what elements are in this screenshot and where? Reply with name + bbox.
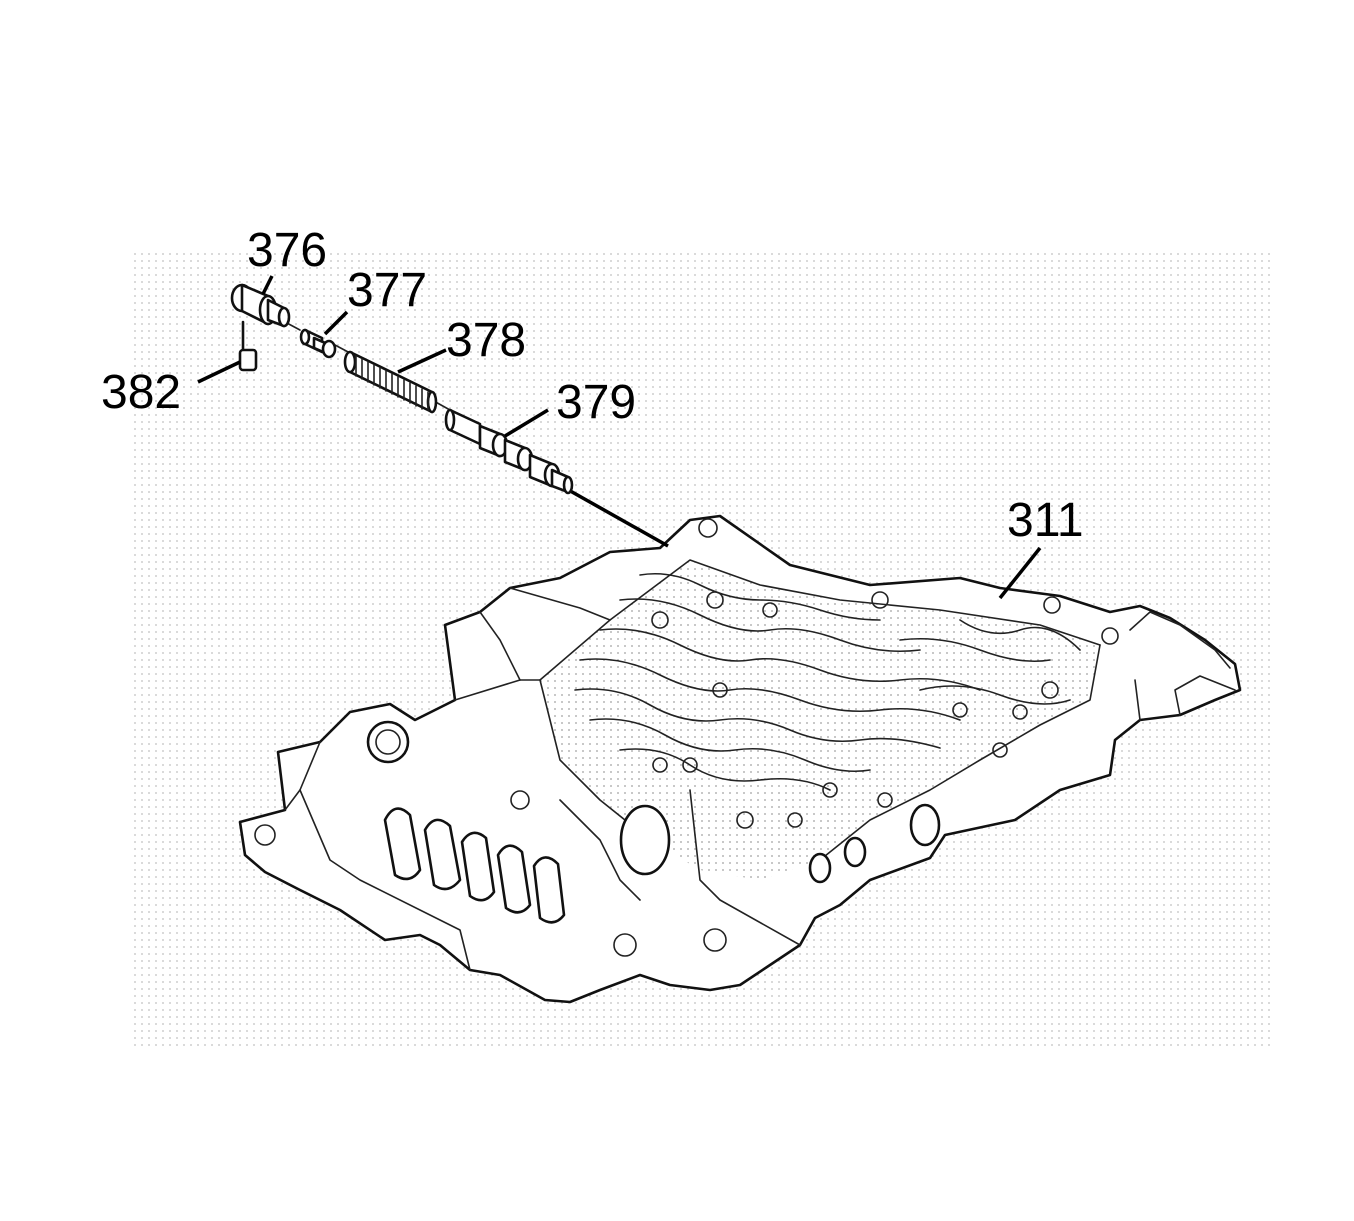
channel-traces bbox=[574, 572, 1081, 791]
part-378-spring bbox=[343, 350, 438, 414]
valve-body-311 bbox=[238, 514, 1242, 1004]
callout-382: 382 bbox=[101, 366, 181, 419]
part-379-valve bbox=[444, 408, 574, 495]
assembly-axis-line bbox=[564, 486, 669, 548]
callout-311: 311 bbox=[1007, 494, 1084, 547]
valve-spools bbox=[284, 741, 801, 971]
leader-377 bbox=[323, 310, 349, 336]
leader-379 bbox=[504, 408, 549, 438]
callout-379: 379 bbox=[556, 376, 636, 429]
callout-377: 377 bbox=[347, 264, 427, 317]
part-376-plug bbox=[230, 283, 291, 328]
callout-378: 378 bbox=[446, 314, 526, 367]
deck-holes bbox=[254, 518, 1119, 957]
callout-376: 376 bbox=[247, 224, 327, 277]
leader-382 bbox=[197, 360, 241, 384]
part-382-pin bbox=[238, 320, 258, 372]
leader-311 bbox=[998, 546, 1042, 600]
part-377-valve bbox=[299, 328, 337, 359]
leader-378 bbox=[397, 348, 447, 374]
leader-376 bbox=[261, 275, 274, 295]
bore-ends bbox=[366, 720, 941, 884]
